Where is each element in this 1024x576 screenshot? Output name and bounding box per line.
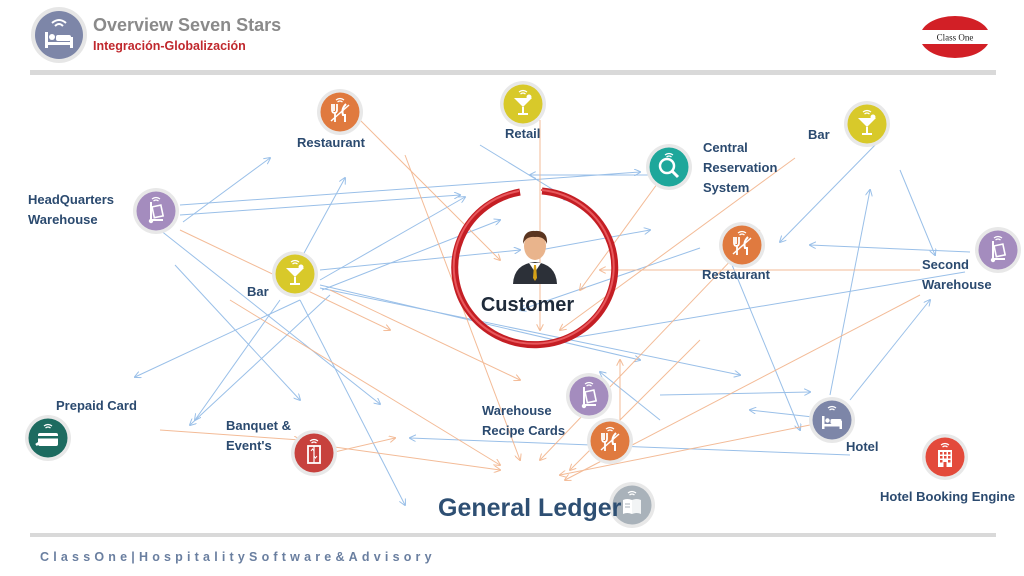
label-hotel: Hotel xyxy=(846,439,879,454)
customer-person-icon xyxy=(510,226,560,284)
connection-arrow xyxy=(810,245,971,253)
logo-text: Class One xyxy=(937,33,974,43)
bed-icon xyxy=(809,397,855,443)
connection-arrow xyxy=(329,289,520,380)
magnifier-icon xyxy=(646,144,692,190)
connection-arrow xyxy=(229,299,500,465)
node-hotel-booking[interactable] xyxy=(922,434,968,480)
connection-arrow xyxy=(560,157,796,330)
connection-arrow xyxy=(159,229,380,404)
connection-arrow xyxy=(780,139,881,242)
connection-arrow xyxy=(829,190,870,396)
cocktail-icon xyxy=(272,251,318,297)
connection-arrow xyxy=(899,169,935,255)
label-second-warehouse: Second Warehouse xyxy=(922,257,992,292)
label-restaurant-top: Restaurant xyxy=(297,135,365,150)
connection-arrow xyxy=(520,247,701,310)
label-central-reservation: Central Reservation System xyxy=(703,140,778,195)
node-headquarters-warehouse[interactable] xyxy=(133,188,179,234)
label-bar-right: Bar xyxy=(808,127,830,142)
hand-truck-icon xyxy=(566,373,612,419)
connection-arrow xyxy=(179,195,460,216)
node-restaurant-right[interactable] xyxy=(719,222,765,268)
connection-arrow xyxy=(135,299,301,377)
node-warehouse-recipe[interactable] xyxy=(566,373,612,419)
connection-arrow xyxy=(560,424,811,475)
label-headquarters-warehouse: HeadQuarters Warehouse xyxy=(28,192,114,227)
connection-arrow xyxy=(319,444,500,470)
label-bar-left: Bar xyxy=(247,284,269,299)
connection-arrow xyxy=(174,264,300,400)
connection-arrow xyxy=(849,300,930,401)
connection-arrow xyxy=(540,229,761,460)
class-one-logo: Class One xyxy=(918,14,992,60)
connection-arrow xyxy=(299,299,405,505)
customer-label: Customer xyxy=(480,294,575,316)
label-retail: Retail xyxy=(505,126,541,141)
connection-arrow xyxy=(600,372,661,421)
ledger-book-icon xyxy=(609,482,655,528)
fork-knife-icon xyxy=(719,222,765,268)
connection-arrow xyxy=(182,158,270,223)
label-prepaid-card: Prepaid Card xyxy=(56,398,137,413)
general-ledger-label: General Ledger xyxy=(438,494,622,522)
node-hotel[interactable] xyxy=(809,397,855,443)
label-hotel-booking: Hotel Booking Engine xyxy=(880,489,1016,504)
node-bar-left[interactable] xyxy=(272,251,318,297)
connection-arrow xyxy=(580,179,661,290)
footer-divider xyxy=(30,533,996,537)
cocktail-icon xyxy=(844,101,890,147)
connection-arrow xyxy=(319,197,465,281)
node-restaurant-top[interactable] xyxy=(317,89,363,135)
card-icon xyxy=(25,415,71,461)
node-bar-right[interactable] xyxy=(844,101,890,147)
node-second-warehouse[interactable] xyxy=(975,227,1021,273)
node-recipe-restaurant[interactable] xyxy=(587,418,633,464)
cocktail-icon xyxy=(500,81,546,127)
connection-arrow xyxy=(319,287,740,375)
hand-truck-icon xyxy=(975,227,1021,273)
node-banquet[interactable] xyxy=(291,430,337,476)
connection-arrow xyxy=(302,178,345,256)
connection-arrow xyxy=(195,299,281,420)
hotel-header-icon xyxy=(30,6,88,64)
node-retail[interactable] xyxy=(500,81,546,127)
connection-arrow xyxy=(179,172,640,206)
connection-arrow xyxy=(359,119,500,260)
connection-arrow xyxy=(319,250,520,271)
connection-arrow xyxy=(729,259,800,430)
label-warehouse-recipe: Warehouse Recipe Cards xyxy=(482,403,566,438)
label-banquet: Banquet & Event's xyxy=(226,418,291,453)
footer-text: ClassOne|HospitalitySoftware&Advisory xyxy=(40,550,436,564)
page-subtitle: Integración-Globalización xyxy=(93,39,246,53)
connection-arrow xyxy=(560,271,966,340)
building-icon xyxy=(922,434,968,480)
fork-knife-icon xyxy=(587,418,633,464)
label-restaurant-right: Restaurant xyxy=(702,267,770,282)
hand-truck-icon xyxy=(133,188,179,234)
header-divider xyxy=(30,70,996,75)
elevator-icon xyxy=(291,430,337,476)
connection-arrow xyxy=(190,294,331,425)
connection-arrow xyxy=(159,429,300,440)
node-general-ledger[interactable] xyxy=(609,482,655,528)
connection-arrow xyxy=(539,230,650,251)
connection-arrow xyxy=(321,220,500,291)
customer-ring xyxy=(446,184,622,354)
node-prepaid-card[interactable] xyxy=(25,415,71,461)
connection-arrow xyxy=(659,392,810,395)
fork-knife-icon xyxy=(317,89,363,135)
page-title: Overview Seven Stars xyxy=(93,15,282,35)
node-central-reservation[interactable] xyxy=(646,144,692,190)
